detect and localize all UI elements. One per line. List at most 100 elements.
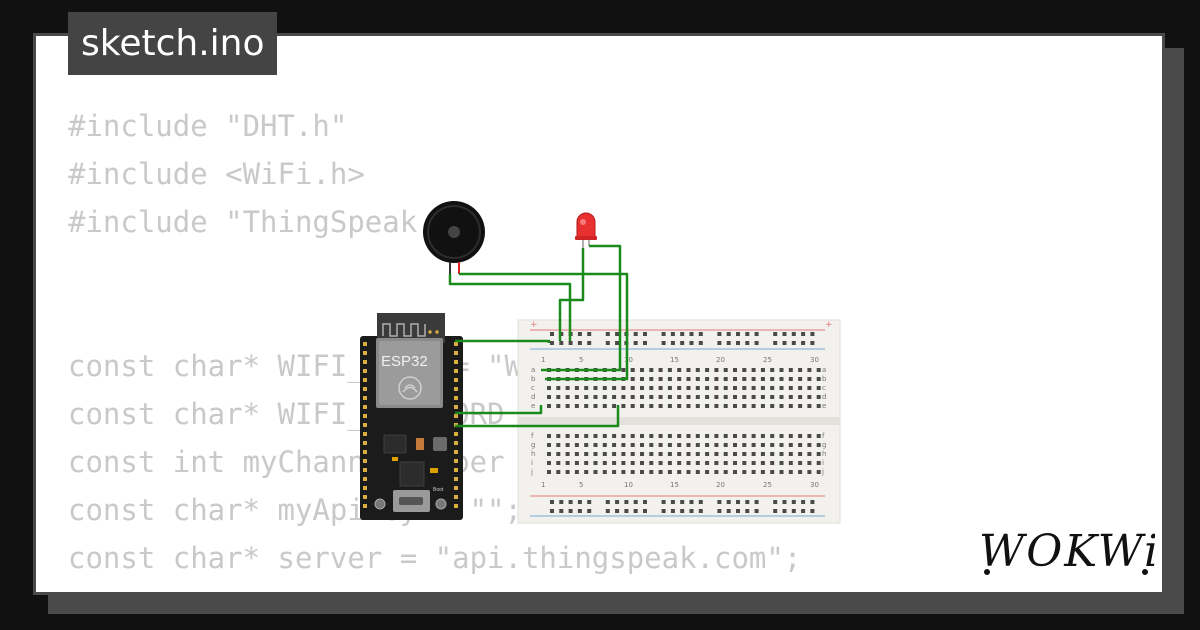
breadboard-hole[interactable] — [574, 452, 579, 456]
breadboard-hole[interactable] — [695, 470, 700, 474]
breadboard-hole[interactable] — [726, 332, 731, 336]
breadboard-hole[interactable] — [770, 368, 775, 372]
breadboard-hole[interactable] — [736, 509, 740, 513]
breadboard-hole[interactable] — [677, 368, 682, 372]
breadboard-hole[interactable] — [667, 386, 672, 390]
breadboard-hole[interactable] — [686, 452, 691, 456]
breadboard-hole[interactable] — [556, 443, 561, 447]
breadboard-hole[interactable] — [760, 452, 765, 456]
breadboard-hole[interactable] — [615, 500, 620, 504]
breadboard-hole[interactable] — [602, 470, 607, 474]
breadboard-hole[interactable] — [807, 395, 812, 399]
breadboard-hole[interactable] — [689, 509, 694, 513]
breadboard-hole[interactable] — [667, 395, 672, 399]
breadboard-hole[interactable] — [621, 386, 626, 390]
breadboard-hole[interactable] — [788, 395, 793, 399]
esp32-pin[interactable] — [454, 432, 458, 436]
breadboard-hole[interactable] — [698, 332, 703, 336]
breadboard-hole[interactable] — [574, 395, 579, 399]
esp32-pin[interactable] — [454, 486, 458, 490]
breadboard-hole[interactable] — [547, 470, 551, 474]
breadboard-hole[interactable] — [742, 434, 747, 438]
en-button[interactable] — [374, 498, 386, 510]
breadboard-hole[interactable] — [612, 434, 617, 438]
breadboard-hole[interactable] — [705, 386, 710, 390]
breadboard-hole[interactable] — [801, 509, 806, 513]
breadboard-hole[interactable] — [547, 461, 551, 465]
breadboard-hole[interactable] — [556, 470, 561, 474]
esp32-pin[interactable] — [363, 459, 367, 463]
breadboard-hole[interactable] — [649, 470, 654, 474]
breadboard-hole[interactable] — [677, 470, 682, 474]
breadboard-hole[interactable] — [742, 452, 747, 456]
breadboard-hole[interactable] — [630, 470, 635, 474]
breadboard-hole[interactable] — [584, 452, 589, 456]
breadboard-hole[interactable] — [556, 395, 561, 399]
breadboard-hole[interactable] — [770, 386, 775, 390]
breadboard-hole[interactable] — [717, 332, 722, 336]
breadboard-hole[interactable] — [556, 461, 561, 465]
breadboard-hole[interactable] — [816, 434, 821, 438]
breadboard-hole[interactable] — [779, 395, 784, 399]
breadboard-hole[interactable] — [556, 386, 561, 390]
breadboard-hole[interactable] — [782, 500, 787, 504]
breadboard-hole[interactable] — [779, 386, 784, 390]
breadboard-hole[interactable] — [705, 461, 710, 465]
breadboard-hole[interactable] — [667, 434, 672, 438]
breadboard-hole[interactable] — [643, 341, 647, 345]
breadboard-hole[interactable] — [751, 377, 756, 381]
breadboard-hole[interactable] — [801, 500, 806, 504]
breadboard-hole[interactable] — [742, 443, 747, 447]
breadboard-hole[interactable] — [605, 332, 610, 336]
breadboard-hole[interactable] — [686, 434, 691, 438]
breadboard-hole[interactable] — [733, 395, 737, 399]
breadboard-hole[interactable] — [723, 443, 728, 447]
breadboard-hole[interactable] — [723, 377, 728, 381]
breadboard-hole[interactable] — [612, 395, 617, 399]
breadboard-hole[interactable] — [602, 395, 607, 399]
breadboard-hole[interactable] — [593, 386, 598, 390]
breadboard-hole[interactable] — [621, 443, 626, 447]
breadboard-hole[interactable] — [807, 368, 812, 372]
breadboard-hole[interactable] — [630, 386, 635, 390]
breadboard-hole[interactable] — [698, 509, 703, 513]
esp32-pin[interactable] — [454, 360, 458, 364]
breadboard-hole[interactable] — [605, 500, 610, 504]
breadboard-hole[interactable] — [773, 332, 778, 336]
esp32-pin[interactable] — [454, 450, 458, 454]
breadboard-hole[interactable] — [556, 452, 561, 456]
breadboard-hole[interactable] — [726, 500, 731, 504]
breadboard-hole[interactable] — [621, 470, 626, 474]
breadboard-hole[interactable] — [633, 509, 638, 513]
breadboard-hole[interactable] — [807, 404, 812, 408]
breadboard-hole[interactable] — [754, 332, 759, 336]
breadboard-hole[interactable] — [605, 509, 610, 513]
breadboard-hole[interactable] — [770, 377, 775, 381]
breadboard-hole[interactable] — [584, 461, 589, 465]
esp32-pin[interactable] — [454, 468, 458, 472]
breadboard-hole[interactable] — [670, 509, 675, 513]
breadboard-hole[interactable] — [810, 500, 815, 504]
breadboard-hole[interactable] — [556, 434, 561, 438]
breadboard-hole[interactable] — [733, 404, 737, 408]
esp32-pin[interactable] — [454, 405, 458, 409]
breadboard-hole[interactable] — [547, 443, 551, 447]
breadboard-hole[interactable] — [584, 404, 589, 408]
breadboard-hole[interactable] — [640, 404, 644, 408]
breadboard-hole[interactable] — [751, 404, 756, 408]
breadboard-hole[interactable] — [782, 332, 787, 336]
breadboard-hole[interactable] — [779, 461, 784, 465]
breadboard-hole[interactable] — [714, 434, 719, 438]
breadboard-hole[interactable] — [733, 434, 737, 438]
breadboard-hole[interactable] — [695, 377, 700, 381]
breadboard-hole[interactable] — [568, 500, 573, 504]
breadboard-hole[interactable] — [760, 386, 765, 390]
breadboard-hole[interactable] — [686, 470, 691, 474]
breadboard-hole[interactable] — [547, 452, 551, 456]
breadboard-hole[interactable] — [723, 404, 728, 408]
breadboard-hole[interactable] — [649, 404, 654, 408]
breadboard-hole[interactable] — [658, 461, 663, 465]
filename-tab[interactable]: sketch.ino — [68, 12, 278, 75]
breadboard-hole[interactable] — [621, 461, 626, 465]
esp32-pin[interactable] — [363, 423, 367, 427]
